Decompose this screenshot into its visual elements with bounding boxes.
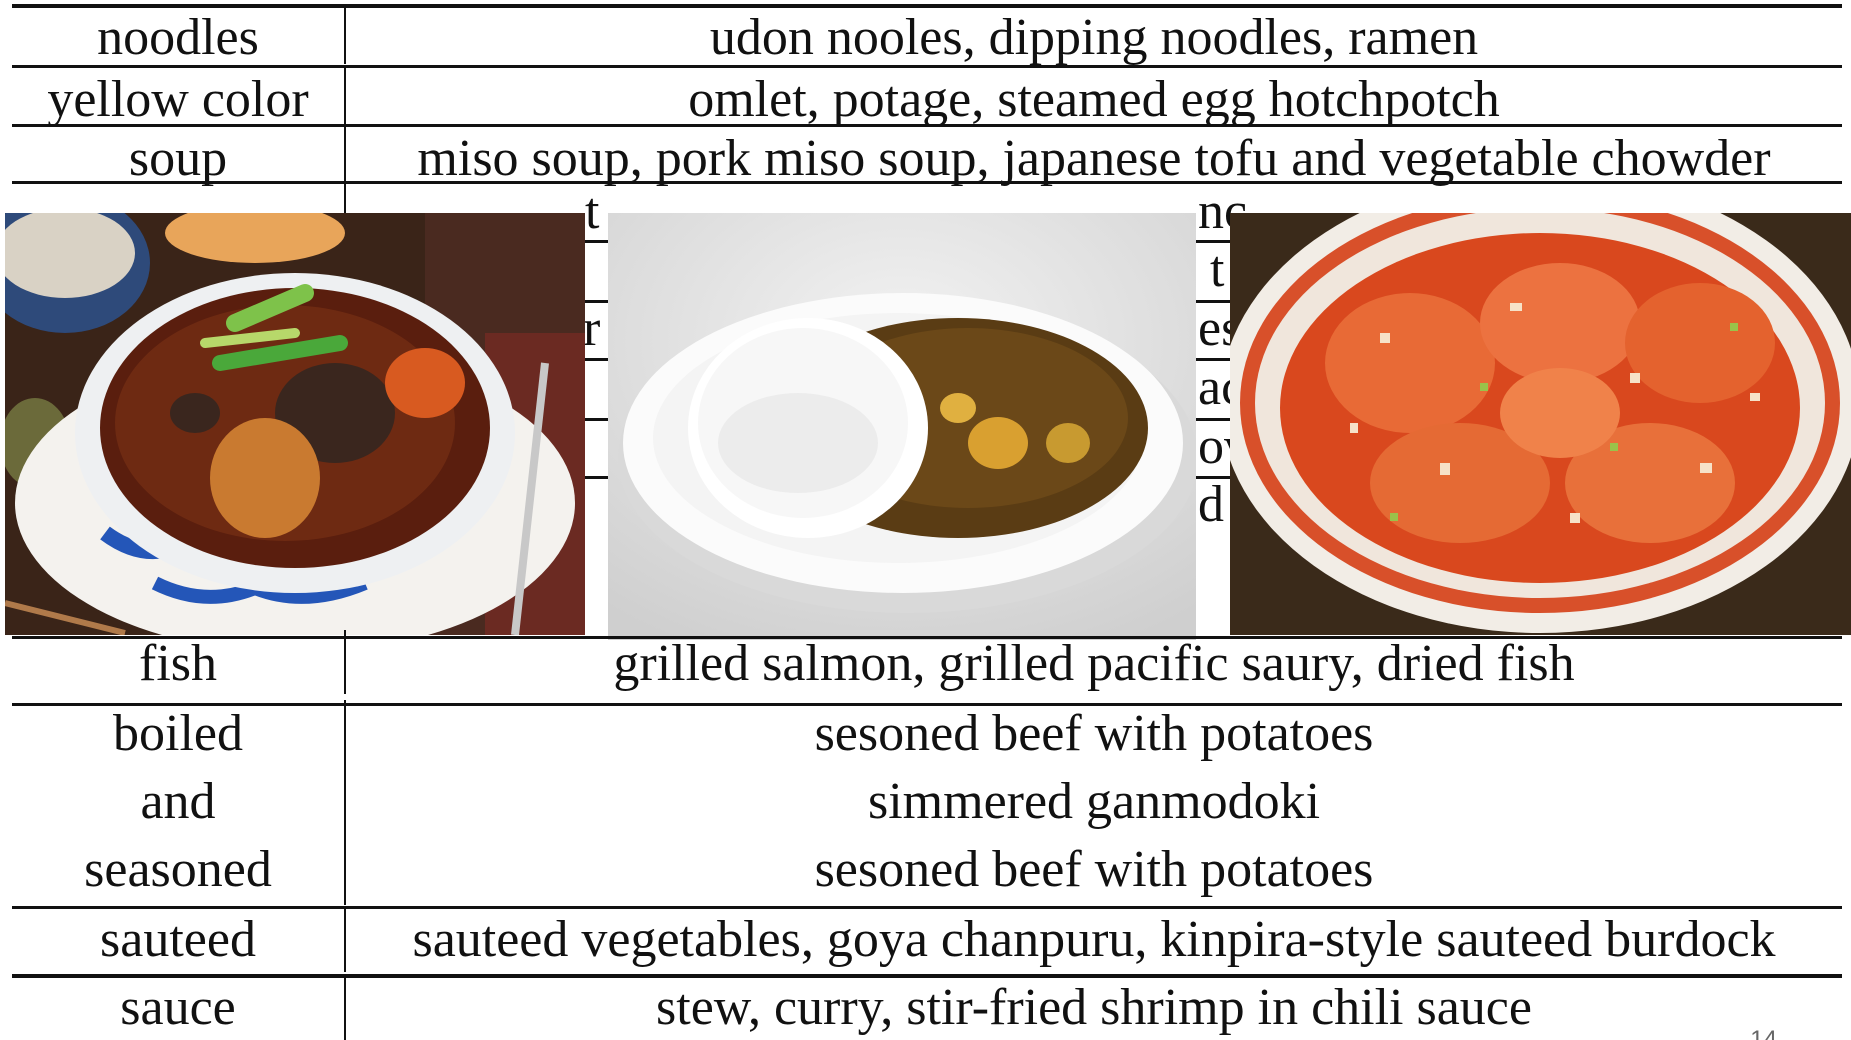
- row-rule: [12, 636, 1842, 639]
- category-cell: fish: [12, 630, 346, 694]
- items-cell: stew, curry, stir-fried shrimp in chili …: [656, 979, 1532, 1036]
- partial-text: t: [1210, 241, 1225, 298]
- row-rule: [12, 906, 1842, 909]
- items-cell: grilled salmon, grilled pacific saury, d…: [613, 635, 1575, 692]
- row-rule: [12, 65, 1842, 68]
- row-rule: [12, 181, 1842, 184]
- category-cell: sauce: [12, 974, 346, 1040]
- chili-shrimp-photo: [1230, 213, 1851, 635]
- item-line: simmered ganmodoki: [867, 773, 1321, 830]
- row-rule: [12, 124, 1842, 127]
- items-cell: omlet, potage, steamed egg hotchpotch: [688, 71, 1500, 128]
- item-line: sesoned beef with potatoes: [814, 705, 1374, 762]
- table-row: yellow color omlet, potage, steamed egg …: [12, 66, 1842, 128]
- category-cell: noodles: [12, 4, 346, 66]
- items-cell: udon nooles, dipping noodles, ramen: [709, 9, 1479, 66]
- table-row: fish grilled salmon, grilled pacific sau…: [12, 630, 1842, 694]
- category-cell: boiled and seasoned: [12, 700, 346, 905]
- category-line: and: [140, 773, 216, 830]
- table-row: noodles udon nooles, dipping noodles, ra…: [12, 4, 1842, 66]
- curry-rice-photo: [608, 213, 1196, 640]
- partial-text: d: [1198, 476, 1224, 533]
- category-cell: soup: [12, 125, 346, 187]
- table-top-rule: [12, 4, 1842, 8]
- category-cell: yellow color: [12, 66, 346, 128]
- items-cell: sauteed vegetables, goya chanpuru, kinpi…: [412, 911, 1776, 968]
- table-row: sauce stew, curry, stir-fried shrimp in …: [12, 974, 1842, 1040]
- category-line: seasoned: [84, 841, 272, 898]
- page-number: 14: [1750, 1026, 1777, 1040]
- stew-bowl-photo: [5, 213, 585, 635]
- items-cell: miso soup, pork miso soup, japanese tofu…: [417, 130, 1771, 187]
- partial-text: t: [585, 183, 600, 240]
- table-row: boiled and seasoned sesoned beef with po…: [12, 700, 1842, 905]
- row-rule: [12, 974, 1842, 978]
- table-row: soup miso soup, pork miso soup, japanese…: [12, 125, 1842, 187]
- table-row: sauteed sauteed vegetables, goya chanpur…: [12, 906, 1842, 972]
- category-line: boiled: [113, 705, 243, 762]
- category-cell: sauteed: [12, 906, 346, 972]
- row-rule: [12, 703, 1842, 706]
- items-cell: sesoned beef with potatoes simmered ganm…: [346, 700, 1842, 905]
- partial-text: r: [583, 300, 601, 357]
- item-line: sesoned beef with potatoes: [814, 841, 1374, 898]
